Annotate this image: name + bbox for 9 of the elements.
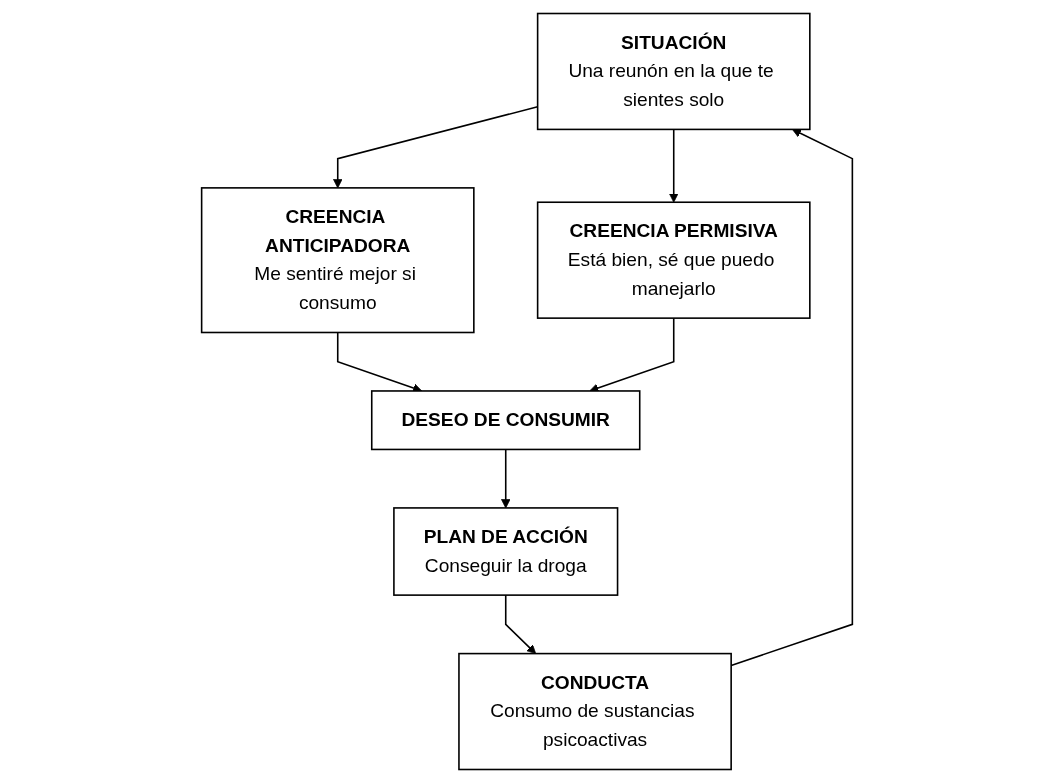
node-box: DESEO DE CONSUMIR <box>370 390 641 451</box>
arrow <box>501 448 511 509</box>
node-box: CONDUCTA Consumo de sustancias psicoactivas <box>458 652 732 771</box>
node-box: SITUACIÓN Una reunón en la que te sientes solo <box>536 12 811 131</box>
arrow <box>504 594 537 654</box>
node-box: CREENCIA ANTICIPADORA Me sentiré mejor si consumo <box>200 187 475 334</box>
node-box: PLAN DE ACCIÓN Conseguir la droga <box>393 507 619 596</box>
node-box: CREENCIA PERMISIVA Está bien, sé que puedo manejarlo <box>536 201 811 319</box>
arrow <box>669 128 679 203</box>
